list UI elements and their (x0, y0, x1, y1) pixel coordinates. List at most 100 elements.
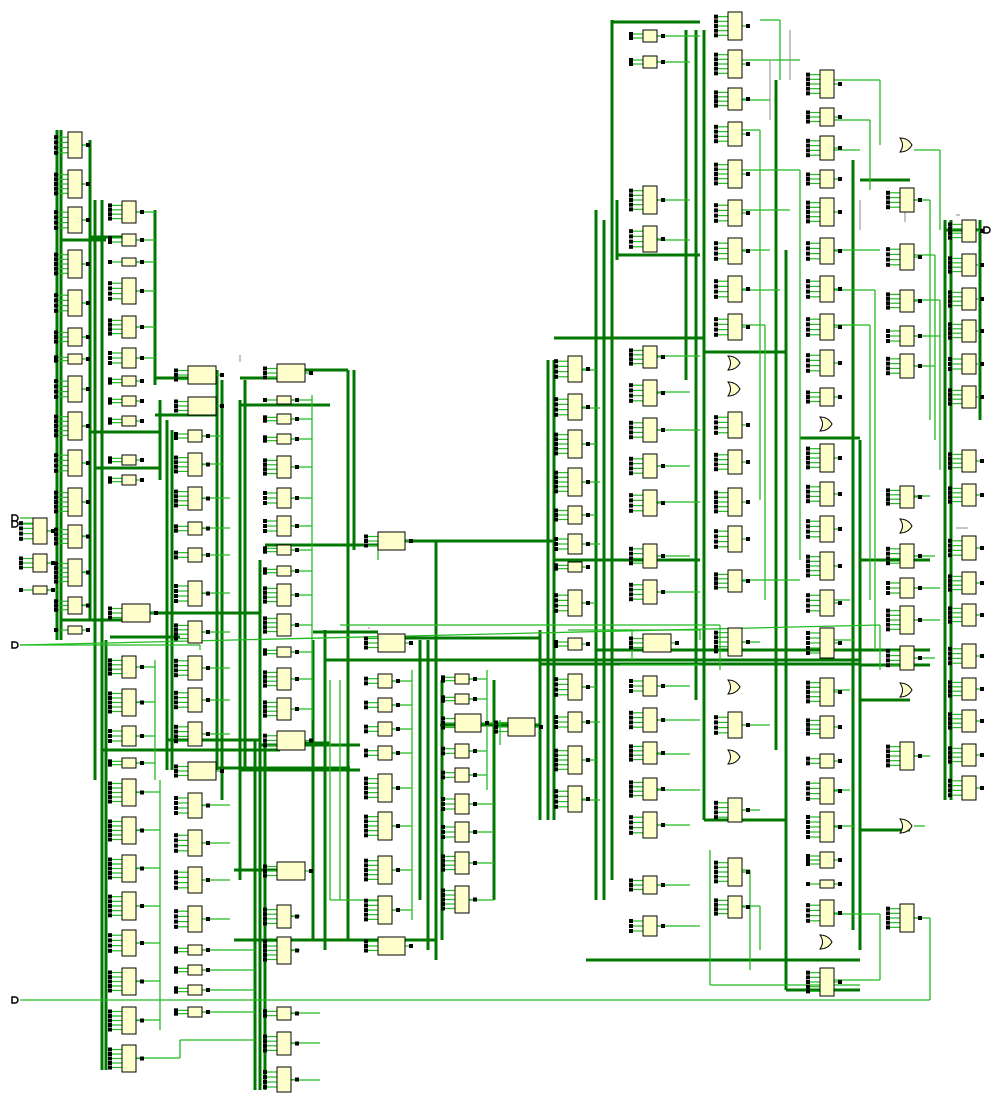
junction-dot (108, 795, 112, 799)
junction-dot (54, 566, 58, 570)
logic-component (121, 778, 137, 807)
junction-dot (263, 1043, 267, 1048)
junction-dot (263, 1075, 267, 1079)
junction-dot (806, 294, 810, 299)
junction-dot (675, 641, 679, 645)
logic-component (276, 730, 306, 751)
junction-dot (948, 322, 952, 327)
logic-component (121, 474, 137, 486)
junction-dot (364, 724, 368, 729)
logic-component (819, 197, 835, 227)
junction-dot (714, 810, 718, 815)
junction-dot (629, 587, 633, 592)
junction-dot (174, 946, 178, 951)
junction-dot (174, 584, 178, 588)
junction-dot (948, 490, 952, 495)
junction-dot (108, 291, 112, 296)
logic-component (567, 711, 583, 733)
junction-dot (714, 322, 718, 327)
junction-dot (629, 62, 633, 66)
junction-dot (948, 684, 952, 689)
junction-dot (554, 446, 558, 451)
junction-dot (220, 769, 224, 773)
logic-component (377, 773, 393, 803)
junction-dot (295, 465, 299, 469)
junction-dot (554, 542, 558, 546)
junction-dot (174, 833, 178, 838)
junction-dot (554, 640, 558, 644)
junction-dot (364, 877, 368, 882)
junction-dot (51, 529, 55, 533)
logic-component (276, 565, 292, 577)
junction-dot (54, 303, 58, 308)
junction-dot (86, 534, 90, 539)
junction-dot (263, 616, 267, 621)
junction-dot (86, 143, 90, 147)
logic-component (819, 899, 835, 927)
junction-dot (806, 86, 810, 91)
junction-dot (263, 738, 267, 743)
logic-component (454, 673, 470, 685)
junction-dot (886, 492, 890, 497)
junction-dot (629, 32, 633, 36)
junction-dot (108, 938, 112, 943)
junction-dot (473, 861, 477, 865)
junction-dot (948, 755, 952, 760)
junction-dot (838, 641, 842, 645)
junction-dot (948, 615, 952, 620)
junction-dot (806, 854, 810, 858)
junction-dot (629, 430, 633, 435)
junction-dot (714, 500, 718, 504)
logic-component (276, 515, 292, 537)
junction-dot (140, 828, 144, 833)
junction-dot (409, 539, 413, 543)
logic-component (187, 687, 203, 713)
junction-dot (714, 103, 718, 108)
logic-component (32, 585, 48, 595)
junction-dot (108, 1047, 112, 1052)
junction-dot (948, 656, 952, 661)
junction-dot (661, 198, 665, 202)
junction-dot (174, 599, 178, 603)
junction-dot (54, 495, 58, 500)
logic-component (899, 289, 915, 313)
junction-dot (806, 903, 810, 908)
junction-dot (629, 456, 633, 461)
junction-dot (629, 202, 633, 207)
junction-dot (948, 461, 952, 466)
logic-component (377, 721, 393, 737)
junction-dot (948, 299, 952, 304)
junction-dot (806, 699, 810, 704)
junction-dot (54, 330, 58, 335)
junction-dot (806, 651, 810, 655)
logic-component (67, 524, 83, 549)
junction-dot (746, 325, 750, 329)
junction-dot (629, 883, 633, 887)
io-pins (11, 14, 991, 1089)
junction-dot (629, 780, 633, 785)
junction-dot (174, 436, 178, 440)
junction-dot (918, 299, 922, 303)
junction-dot (108, 904, 112, 908)
junction-dot (174, 966, 178, 971)
junction-dot (886, 190, 890, 195)
junction-dot (629, 435, 633, 440)
junction-dot (806, 172, 810, 177)
junction-dot (746, 905, 750, 909)
junction-dot (886, 591, 890, 595)
junction-dot (441, 902, 445, 906)
junction-dot (220, 404, 224, 408)
junction-dot (364, 939, 368, 944)
logic-component (899, 243, 915, 271)
junction-dot (54, 468, 58, 473)
logic-component (961, 353, 977, 375)
junction-dot (54, 191, 58, 196)
junction-dot (309, 738, 313, 743)
junction-dot (886, 749, 890, 754)
junction-dot (806, 529, 810, 534)
junction-dot (714, 911, 718, 916)
logic-component (121, 757, 137, 769)
junction-dot (661, 554, 665, 558)
junction-dot (295, 1011, 299, 1016)
logic-component (121, 375, 137, 387)
